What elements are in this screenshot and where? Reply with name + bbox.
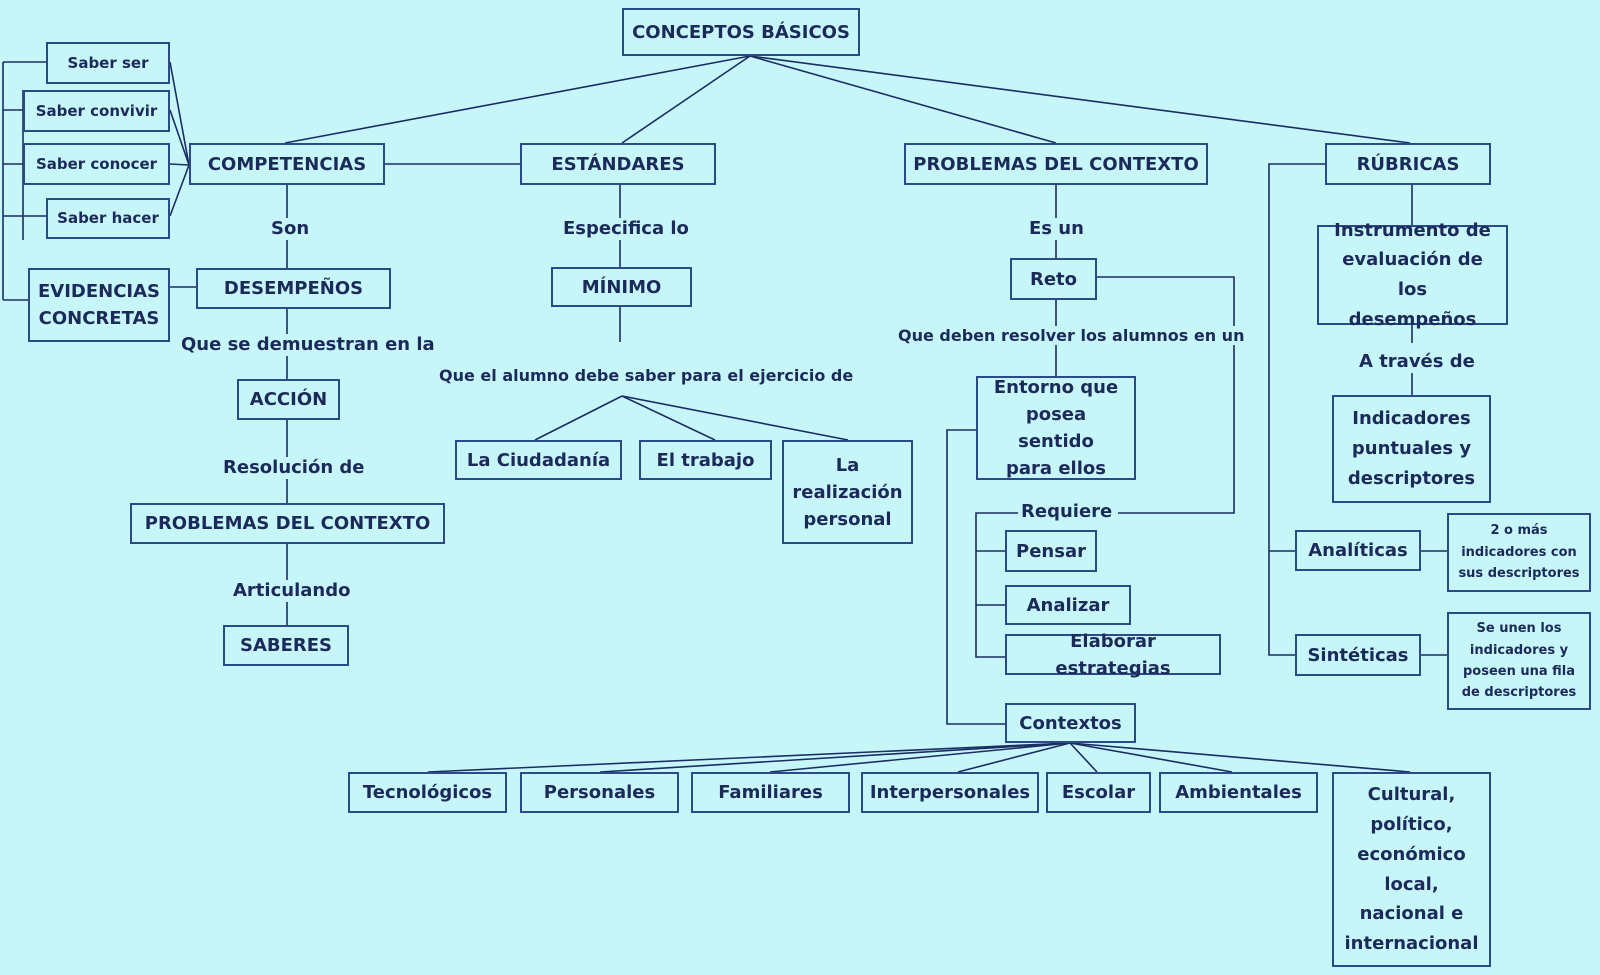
node-la-realizacion-personal: La realización personal [782,440,913,544]
node-evidencias-concretas: EVIDENCIAS CONCRETAS [28,268,170,342]
node-competencias: COMPETENCIAS [189,143,385,185]
node-reto: Reto [1010,258,1097,300]
node-analizar: Analizar [1005,585,1131,625]
node-accion: ACCIÓN [237,379,340,420]
node-saber-ser: Saber ser [46,42,170,84]
node-sinteticas-desc: Se unen los indicadores y poseen una fil… [1447,612,1591,710]
node-indicadores: Indicadores puntuales y descriptores [1332,395,1491,503]
node-analiticas-desc: 2 o más indicadores con sus descriptores [1447,513,1591,592]
node-instrumento: Instrumento de evaluación de los desempe… [1317,220,1508,330]
node-tecnologicos: Tecnológicos [348,772,507,813]
node-la-ciudadania: La Ciudadanía [455,440,622,480]
node-conceptos-basicos: CONCEPTOS BÁSICOS [622,8,860,56]
node-saber-hacer: Saber hacer [46,198,170,239]
node-saberes: SABERES [223,625,349,666]
label-que-deben-resolver: Que deben resolver los alumnos en un [895,326,1248,346]
node-el-trabajo: El trabajo [639,440,772,480]
label-es-un: Es un [1026,218,1087,240]
node-problemas-contexto: PROBLEMAS DEL CONTEXTO [904,143,1208,185]
label-que-el-alumno: Que el alumno debe saber para el ejercic… [436,366,857,386]
node-cultural: Cultural, político, económico local, nac… [1332,772,1491,967]
node-pensar: Pensar [1005,530,1097,572]
node-escolar: Escolar [1046,772,1151,813]
node-saber-conocer: Saber conocer [23,143,170,185]
label-especifica-lo: Especifica lo [560,218,692,240]
node-rubricas: RÚBRICAS [1325,143,1491,185]
label-que-se-demuestran: Que se demuestran en la [178,334,438,356]
node-contextos: Contextos [1005,703,1136,743]
node-sinteticas: Sintéticas [1295,634,1421,676]
node-familiares: Familiares [691,772,850,813]
label-articulando: Articulando [230,580,354,602]
label-a-traves-de: A través de [1356,351,1478,373]
node-elaborar-estrategias: Elaborar estrategias [1005,631,1221,679]
node-analiticas: Analíticas [1295,530,1421,571]
node-minimo: MÍNIMO [551,267,692,307]
label-requiere: Requiere [1018,501,1116,523]
node-personales: Personales [520,772,679,813]
node-ambientales: Ambientales [1159,772,1318,813]
label-resolucion-de: Resolución de [220,457,368,479]
node-interpersonales: Interpersonales [861,772,1039,813]
node-entorno: Entorno que posea sentido para ellos [976,376,1136,480]
label-son: Son [268,218,313,240]
node-problemas-contexto-left: PROBLEMAS DEL CONTEXTO [130,503,445,544]
node-saber-convivir: Saber convivir [23,90,170,132]
node-desempenos: DESEMPEÑOS [196,268,391,309]
node-estandares: ESTÁNDARES [520,143,716,185]
